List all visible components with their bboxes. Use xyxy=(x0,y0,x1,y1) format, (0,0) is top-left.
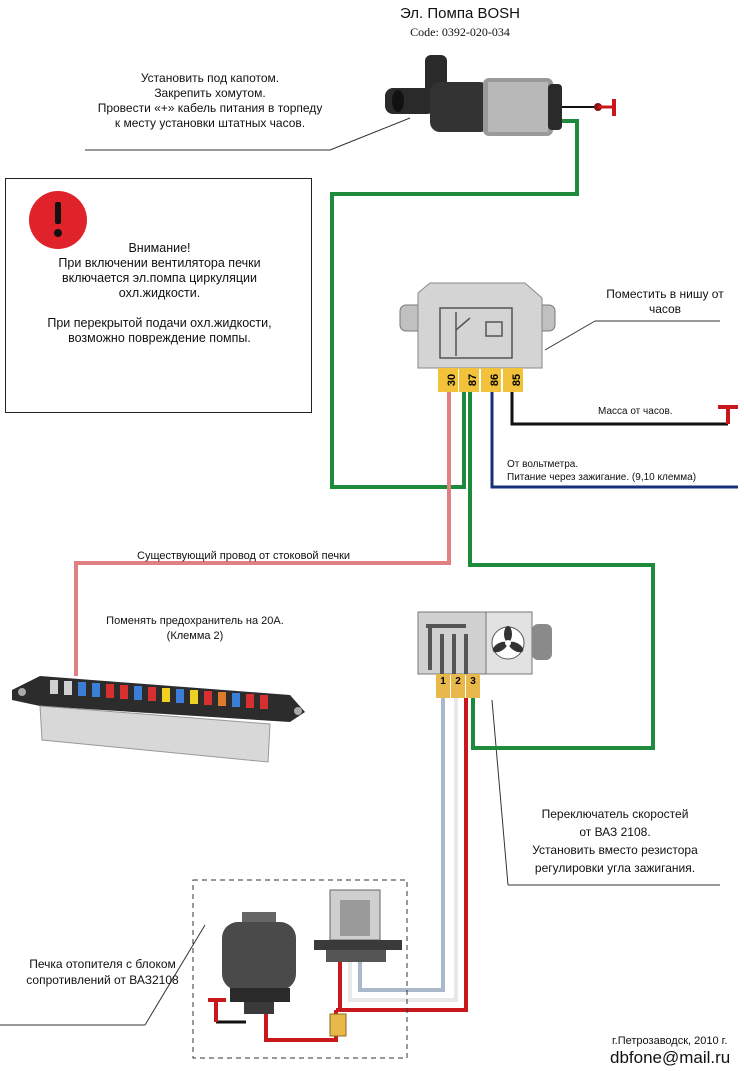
heater-motor xyxy=(222,912,296,1014)
speed-switch xyxy=(417,611,552,675)
navy-wire-ignition xyxy=(490,392,738,489)
pump-note-line-1: Установить под капотом. xyxy=(140,71,280,85)
pump-code: Code: 0392-020-034 xyxy=(410,25,510,39)
black-wire-ground xyxy=(510,392,728,426)
warning-heading: Внимание! xyxy=(128,241,191,255)
switch-pin-3: 3 xyxy=(470,676,476,687)
switch-note: Переключатель скоростей от ВАЗ 2108. Уст… xyxy=(500,805,730,877)
switch-note-leader-diag xyxy=(491,699,509,886)
heater-note-leader-diag xyxy=(144,924,206,1026)
switch-pin-row xyxy=(436,674,480,698)
exclamation-icon xyxy=(29,191,87,249)
warning-box: Внимание! При включении вентилятора печк… xyxy=(5,178,312,413)
footer-email: dbfone@mail.ru xyxy=(610,1048,731,1067)
heater-note: Печка отопителя с блоком сопротивлений о… xyxy=(5,956,200,988)
relay-pin-30: 30 xyxy=(446,374,458,386)
relay-pin-86: 86 xyxy=(489,374,501,386)
switch-note-line-3: Установить вместо резистора xyxy=(532,843,698,857)
switch-note-line-1: Переключатель скоростей xyxy=(541,807,689,821)
relay-note-line-2: часов xyxy=(648,302,682,316)
power-note: От вольтметра. Питание через зажигание. … xyxy=(507,458,696,484)
heater-note-line-2: сопротивлений от ВАЗ2108 xyxy=(26,973,179,987)
pump-title: Эл. Помпа BOSH xyxy=(400,5,520,22)
switch-note-line-2: от ВАЗ 2108. xyxy=(579,825,651,839)
resistor-block xyxy=(314,889,402,962)
warning-line-4: При перекрытой подачи охл.жидкости, xyxy=(47,316,272,330)
relay-note: Поместить в нишу от часов xyxy=(590,287,740,317)
existing-wire-label: Существующий провод от стоковой печки xyxy=(137,550,351,562)
ground-label: Масса от часов. xyxy=(598,406,673,417)
relay-note-leader-diag xyxy=(544,320,596,351)
pump-note-line-4: к месту установки штатных часов. xyxy=(114,116,306,130)
relay-pin-row xyxy=(438,368,523,392)
warning-text: Внимание! При включении вентилятора печк… xyxy=(6,241,313,346)
fuse-note: Поменять предохранитель на 20А. (Клемма … xyxy=(80,614,310,644)
green-wire-pump xyxy=(330,119,579,489)
switch-note-line-4: регулировки угла зажигания. xyxy=(534,861,696,875)
heater-dashed-box xyxy=(192,879,408,1059)
green-wire-switch xyxy=(468,392,655,750)
pump-note: Установить под капотом. Закрепить хомуто… xyxy=(60,71,360,131)
power-note-line-1: От вольтметра. xyxy=(507,459,579,470)
relay-note-line-1: Поместить в нишу от xyxy=(606,287,724,301)
warning-line-1: При включении вентилятора печки xyxy=(58,256,261,270)
footer-city: г.Петрозаводск, 2010 г. xyxy=(612,1035,728,1047)
fan-icon xyxy=(491,626,525,660)
red-wire-switch xyxy=(336,698,468,1012)
relay-pin-85: 85 xyxy=(511,374,523,386)
pump-note-line-2: Закрепить хомутом. xyxy=(154,86,266,100)
switch-pin-2: 2 xyxy=(455,676,461,687)
relay-pin-87: 87 xyxy=(467,374,479,386)
pump-note-leader-diag xyxy=(329,117,411,151)
warning-line-5: возможно повреждение помпы. xyxy=(68,331,251,345)
warning-line-2: включается эл.помпа циркуляции xyxy=(62,271,257,285)
warning-line-3: охл.жидкости. xyxy=(118,286,201,300)
white-wire xyxy=(348,698,458,1002)
pink-wire-existing xyxy=(74,392,451,676)
switch-pin-1: 1 xyxy=(440,676,446,687)
grey-blue-wire xyxy=(358,698,445,992)
pump-note-line-3: Провести «+» кабель питания в торпеду xyxy=(97,101,323,115)
power-note-line-2: Питание через зажигание. (9,10 клемма) xyxy=(507,472,697,483)
red-wire-heater xyxy=(264,1010,338,1042)
fuse-note-line-1: Поменять предохранитель на 20А. xyxy=(106,615,284,627)
heater-connector xyxy=(329,1013,347,1037)
electric-pump xyxy=(385,55,562,136)
relay xyxy=(399,282,556,369)
fuse-note-line-2: (Клемма 2) xyxy=(166,630,224,642)
fuses xyxy=(50,680,268,709)
heater-note-line-1: Печка отопителя с блоком xyxy=(29,957,176,971)
